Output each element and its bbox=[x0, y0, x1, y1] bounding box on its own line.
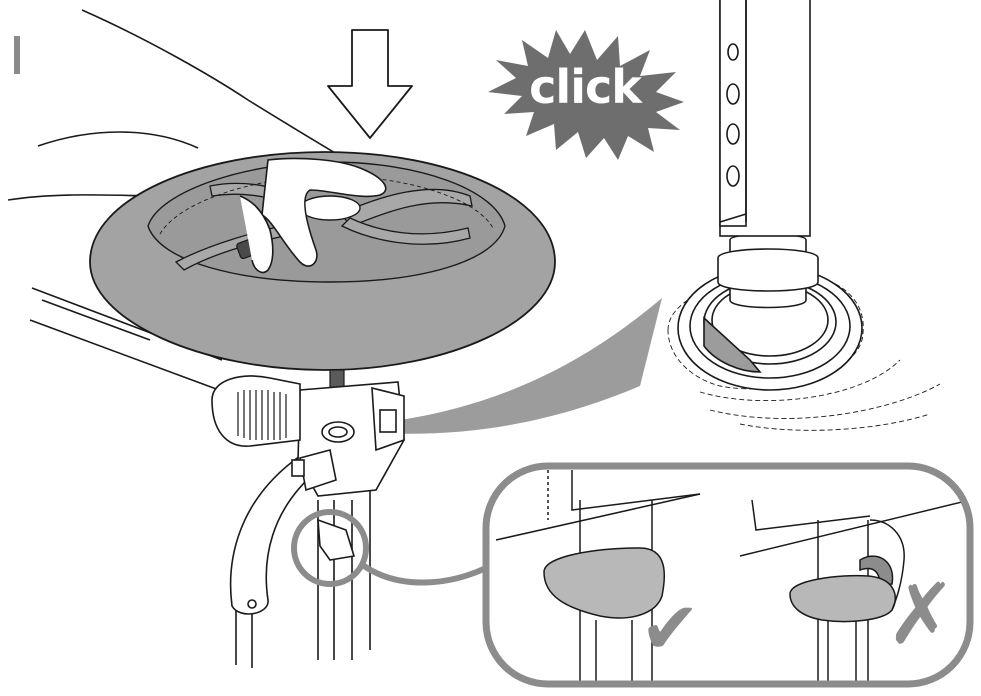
socket-detail bbox=[667, 0, 941, 431]
latch-clip-incorrect bbox=[789, 574, 897, 623]
wheel bbox=[89, 151, 556, 421]
latch-clip-correct bbox=[543, 547, 666, 619]
latch-comparison-panel bbox=[482, 462, 974, 688]
latch-correct bbox=[495, 470, 701, 684]
down-arrow-icon bbox=[327, 29, 413, 139]
panel-frame bbox=[482, 462, 974, 688]
zoom-wedge-top bbox=[362, 298, 662, 434]
wheel-hub bbox=[299, 195, 361, 221]
step-bar bbox=[14, 36, 20, 74]
checkmark-icon: ✔ bbox=[640, 586, 701, 670]
zoom-indicator bbox=[291, 509, 492, 587]
starburst-icon bbox=[488, 30, 684, 160]
fork-assembly bbox=[211, 375, 405, 668]
click-callout-text: click bbox=[529, 60, 642, 114]
latch-incorrect bbox=[739, 499, 970, 684]
cross-icon: ✗ bbox=[886, 565, 957, 663]
